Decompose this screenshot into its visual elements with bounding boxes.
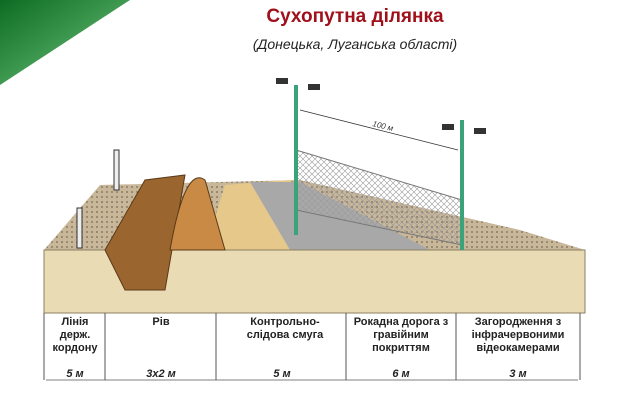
column-size: 3х2 м (146, 368, 176, 380)
column-size: 6 м (392, 368, 410, 380)
camera-icon (276, 78, 288, 84)
page-subtitle: (Донецька, Луганська області) (252, 36, 458, 52)
column-label: Лінія держ. кордону (52, 316, 98, 354)
camera-icon (308, 84, 320, 90)
column-label: Рів (152, 316, 170, 328)
embankment (169, 177, 226, 251)
border-post (113, 149, 120, 191)
column-size: 3 м (509, 368, 527, 380)
column-label: Рокадна дорога з гравійним покриттям (353, 316, 449, 354)
light-pole (460, 120, 464, 250)
corner-decoration (0, 0, 130, 85)
column-size: 5 м (273, 368, 291, 380)
light-pole (294, 85, 298, 235)
border-post (76, 207, 83, 249)
column-size: 5 м (66, 368, 84, 380)
camera-icon (442, 124, 454, 130)
page-title: Сухопутна ділянка (266, 6, 444, 27)
column-label: Загородження з інфрачервоними відеокамер… (471, 316, 565, 354)
camera-icon (474, 128, 486, 134)
column-label: Контрольно-слідова смуга (246, 316, 324, 341)
distance-arrow (299, 109, 459, 151)
table-grid (43, 313, 581, 381)
